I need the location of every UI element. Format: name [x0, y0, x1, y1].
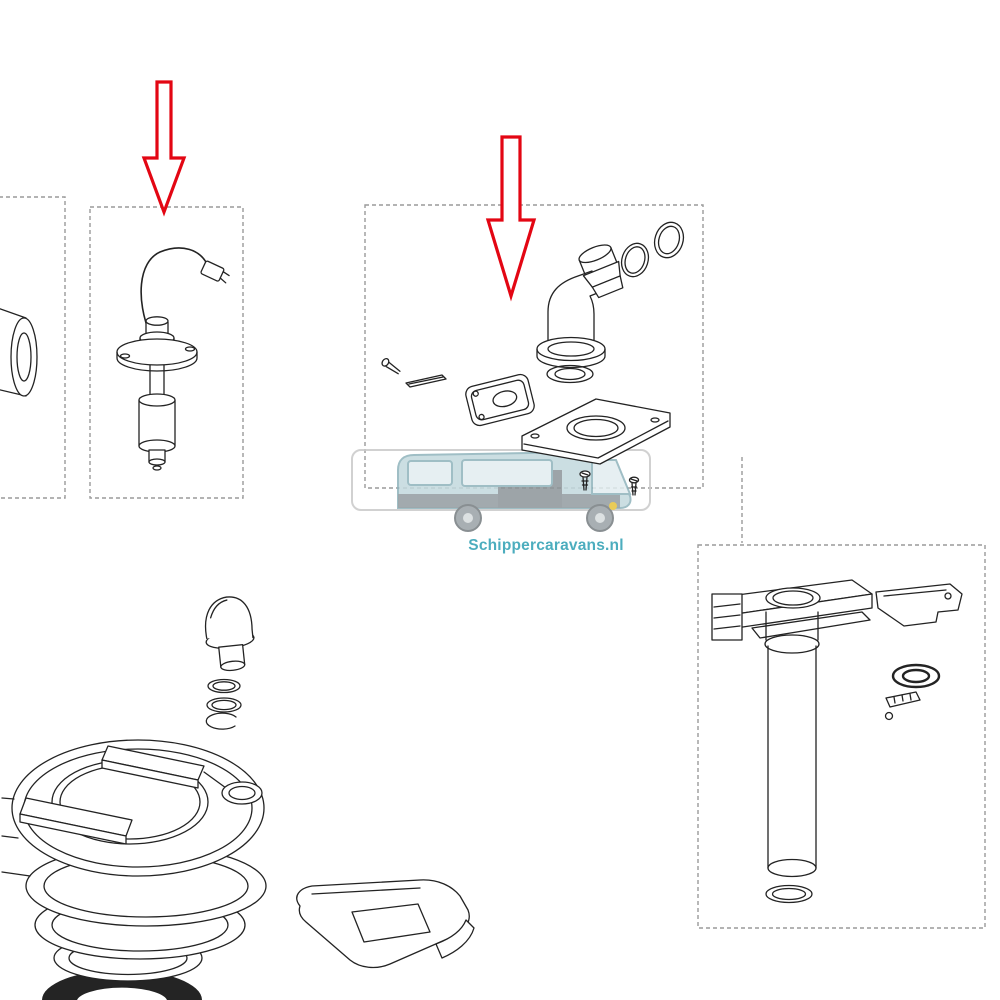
side-seal-ring	[891, 663, 941, 689]
lid-side-oval	[221, 781, 263, 805]
box-elbow-kit	[364, 204, 704, 489]
sensor-connector	[200, 260, 230, 284]
dashed-boxes	[0, 196, 986, 929]
tube-o-ring	[765, 884, 813, 904]
watermark-text: Schippercaravans.nl	[468, 537, 623, 554]
sensor-cable	[140, 247, 208, 335]
red-arrows	[141, 80, 537, 302]
sensor-flange	[116, 338, 198, 366]
caravan-mid-window	[461, 459, 553, 487]
arrow-level-sensor	[141, 80, 187, 217]
screw-2	[628, 476, 640, 496]
filler-cap	[205, 596, 255, 672]
caravan-indicator-dot	[609, 502, 617, 510]
locking-ring-lid	[11, 739, 265, 877]
artwork	[0, 221, 963, 1000]
box-level-sensor	[89, 206, 244, 499]
side-clip	[885, 691, 921, 708]
gasket-pad	[465, 373, 535, 427]
fill-tube	[764, 611, 820, 878]
o-rings	[620, 221, 685, 278]
leader-lines	[1, 797, 31, 877]
watermark: Schippercaravans.nl	[351, 449, 651, 554]
caravan-windshield	[591, 459, 632, 495]
part-level-sensor	[116, 247, 230, 471]
arrow-elbow-kit	[485, 135, 537, 302]
part-left-partial	[0, 308, 38, 397]
small-screws	[381, 357, 401, 375]
caravan-icon	[397, 450, 632, 532]
side-screw	[884, 711, 894, 721]
sensor-float	[138, 399, 176, 447]
caravan-rear-window	[407, 460, 453, 486]
seal-ring	[546, 364, 594, 384]
part-elbow-kit	[381, 221, 685, 496]
cover-plate	[296, 879, 475, 969]
bracket-lever	[875, 583, 963, 627]
box-tube-assembly	[697, 544, 986, 929]
part-tube-assembly	[711, 579, 963, 904]
caravan-skirt	[398, 494, 620, 508]
elbow-spout	[536, 244, 624, 369]
circlip	[205, 712, 237, 730]
mounting-plate	[521, 398, 671, 465]
caravan-front-hub	[595, 513, 605, 523]
screw-1	[579, 470, 591, 491]
watermark-frame	[351, 449, 651, 511]
caravan-rear-hub	[463, 513, 473, 523]
tube-bracket	[711, 579, 963, 641]
cap-washers	[205, 678, 242, 730]
part-filler-hatch	[1, 596, 475, 1000]
